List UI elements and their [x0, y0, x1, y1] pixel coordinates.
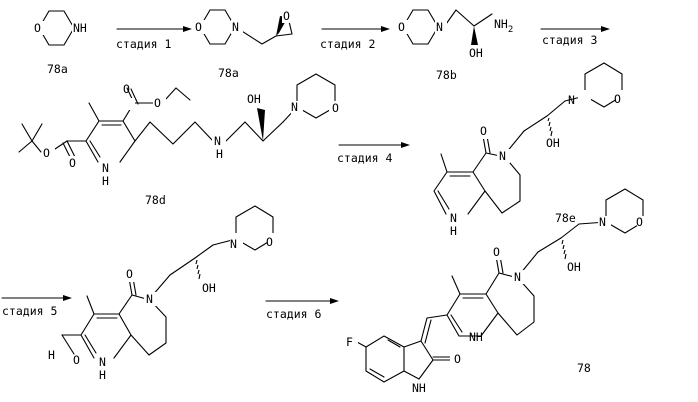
atom-o-epoxide: O	[283, 9, 290, 23]
atom-o: O	[123, 82, 130, 96]
reaction-arrow-3	[541, 26, 610, 32]
atom-h: H	[99, 368, 106, 382]
atom-h: H	[48, 348, 55, 362]
reaction-arrow-2	[322, 26, 390, 32]
atom-nh2: NH2	[494, 17, 513, 35]
atom-o: O	[614, 92, 621, 106]
atom-n: N	[514, 270, 521, 284]
atom-o: O	[636, 215, 643, 229]
atom-n: N	[214, 134, 221, 148]
reaction-arrow-4	[339, 142, 410, 148]
atom-n: N	[436, 20, 443, 34]
atom-o: O	[69, 156, 76, 170]
compound-label-78e: 78e	[555, 211, 576, 225]
reaction-arrow-5	[2, 295, 72, 301]
atom-h: H	[102, 174, 109, 188]
atom-o: O	[266, 235, 273, 249]
atom-o: O	[493, 245, 500, 259]
pyrrole-diester-structure: O O O O N H N H OH N O	[19, 74, 343, 188]
step-label-3: стадия 3	[542, 33, 597, 47]
atom-h: H	[216, 147, 223, 161]
atom-n: N	[499, 149, 506, 163]
atom-n: N	[146, 292, 153, 306]
atom-oh: OH	[247, 92, 261, 106]
atom-oh: OH	[546, 136, 560, 150]
amino-alcohol-structure: O N NH2 OH	[397, 10, 513, 60]
step-label-4: стадия 4	[337, 151, 392, 165]
atom-nh: NH	[412, 381, 426, 395]
atom-n: N	[599, 215, 606, 229]
atom-o: O	[454, 352, 461, 366]
reaction-arrow-6	[266, 298, 339, 304]
pyrrole-aldehyde-structure: O N OH N O H O N H	[48, 206, 280, 382]
morpholine-structure: O NH	[33, 11, 92, 45]
atom-o: O	[398, 20, 405, 34]
atom-n: N	[568, 93, 575, 107]
atom-n: N	[450, 211, 457, 225]
atom-oh: OH	[202, 281, 216, 295]
atom-o: O	[43, 146, 50, 160]
compound-label-78d: 78d	[145, 193, 166, 207]
atom-o: O	[73, 353, 80, 367]
atom-oh: OH	[469, 46, 483, 60]
morpholinyl-epoxide-structure: O N O	[194, 9, 294, 44]
atom-o: O	[154, 96, 161, 110]
atom-f: F	[346, 335, 353, 349]
atom-n: N	[232, 20, 239, 34]
step-label-2: стадия 2	[320, 37, 375, 51]
step-label-5: стадия 5	[2, 304, 57, 318]
compound-label-78a-epoxide: 78a	[218, 66, 239, 80]
atom-o: O	[126, 267, 133, 281]
compound-label-78a: 78a	[47, 62, 68, 76]
atom-o: O	[195, 20, 202, 34]
atom-oh: OH	[567, 260, 581, 274]
reaction-arrow-1	[117, 26, 192, 32]
atom-h: H	[450, 224, 457, 238]
step-label-6: стадия 6	[266, 307, 321, 321]
atom-n: N	[291, 100, 298, 114]
compound-label-78b: 78b	[436, 68, 457, 82]
atom-o: O	[332, 101, 339, 115]
step-label-1: стадия 1	[116, 37, 171, 51]
final-product-structure: F O N OH N O O NH NH	[346, 189, 650, 395]
atom-o: O	[480, 124, 487, 138]
atom-n: N	[102, 161, 109, 175]
pyrrolo-azepinone-structure: O N OH N O N H	[434, 63, 629, 238]
atom-n: N	[230, 237, 237, 251]
atom-nh: NH	[469, 330, 483, 344]
atom-n: N	[99, 355, 106, 369]
atom-o: O	[34, 21, 41, 35]
compound-label-78: 78	[577, 361, 591, 375]
atom-nh: NH	[73, 21, 87, 35]
